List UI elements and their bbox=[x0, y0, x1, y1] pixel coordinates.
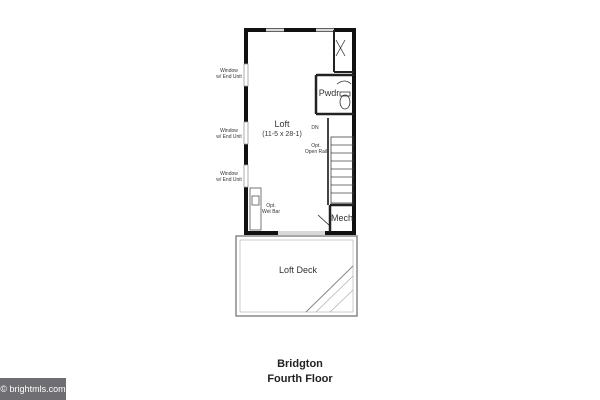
model-name: Bridgton bbox=[277, 358, 323, 370]
window-note-1b: w/ End Unit bbox=[216, 74, 242, 80]
wet-bar bbox=[249, 187, 262, 231]
open-rail-note-a: Opt. bbox=[311, 143, 320, 149]
loft-dimensions: (11-5 x 28-1) bbox=[262, 131, 302, 138]
window-note-3b: w/ End Unit bbox=[216, 177, 242, 183]
room-labels: Loft (11-5 x 28-1) Pwdr Mech Loft Deck bbox=[262, 88, 353, 275]
mls-watermark-badge: © brightmls.com bbox=[0, 378, 66, 400]
floor-name: Fourth Floor bbox=[267, 373, 333, 385]
loft-label: Loft bbox=[274, 119, 290, 129]
wet-bar-note-a: Opt. bbox=[266, 203, 275, 209]
window-note-3a: Window bbox=[220, 171, 238, 177]
stairs bbox=[327, 118, 354, 205]
down-note: DN bbox=[311, 125, 319, 131]
loft-deck bbox=[235, 235, 358, 317]
side-windows bbox=[243, 63, 249, 188]
powder-label: Pwdr bbox=[319, 88, 340, 98]
deck-label: Loft Deck bbox=[279, 265, 318, 275]
deck-slider-door bbox=[278, 231, 325, 235]
plan-notes: Window w/ End Unit Window w/ End Unit Wi… bbox=[216, 68, 327, 215]
mech-room bbox=[317, 203, 354, 232]
mech-label: Mech bbox=[331, 213, 353, 223]
window-note-2a: Window bbox=[220, 128, 238, 134]
window-note-2b: w/ End Unit bbox=[216, 134, 242, 140]
closet bbox=[333, 30, 354, 73]
powder-room bbox=[314, 73, 354, 116]
open-rail-note-b: Open Rail bbox=[305, 149, 327, 155]
wet-bar-note-b: Wet Bar bbox=[262, 209, 280, 215]
window-note-1a: Window bbox=[220, 68, 238, 74]
